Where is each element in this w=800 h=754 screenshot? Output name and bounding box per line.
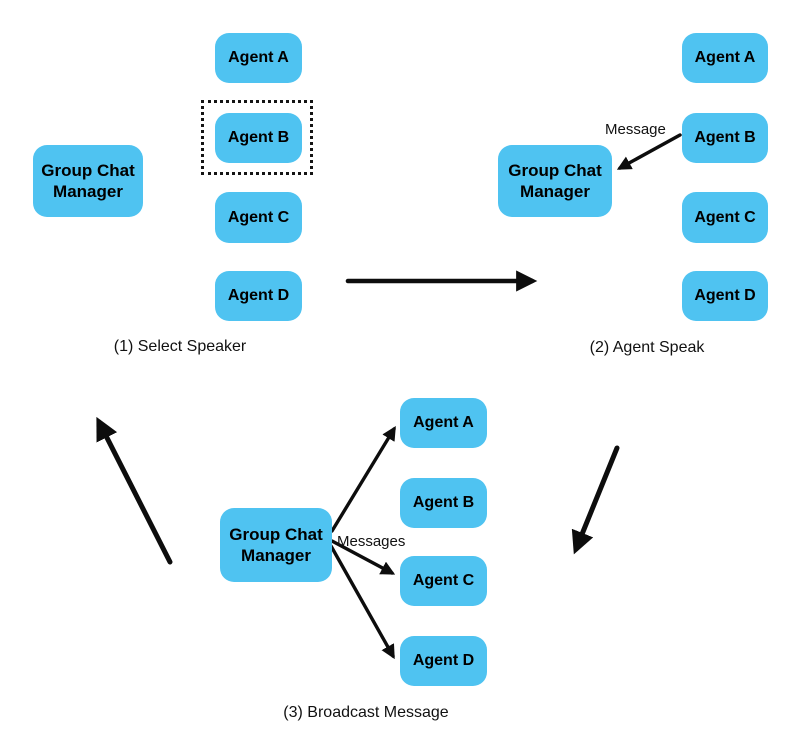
panel2-manager-node: Group Chat Manager: [498, 145, 612, 217]
message-arrow-label: Message: [605, 121, 666, 138]
arrow-manager-to-agentc: [330, 539, 396, 575]
panel2-agent-a-node: Agent A: [682, 33, 768, 83]
panel1-agent-d-node: Agent D: [215, 271, 302, 321]
arrow-manager-to-agenta: [330, 425, 396, 533]
panel3-agent-c-node: Agent C: [400, 556, 487, 606]
panel1-agent-a-node: Agent A: [215, 33, 302, 83]
panel1-agent-b-node: Agent B: [215, 113, 302, 163]
panel1-agent-c-node: Agent C: [215, 192, 302, 243]
arrow-transition-2-to-3: [571, 445, 620, 555]
panel3-manager-node: Group Chat Manager: [220, 508, 332, 582]
panel3-agent-b-node: Agent B: [400, 478, 487, 528]
arrow-transition-3-to-1: [96, 416, 173, 565]
panel2-caption: (2) Agent Speak: [589, 339, 705, 356]
arrow-manager-to-agentd: [329, 544, 395, 660]
panel2-agent-d-node: Agent D: [682, 271, 768, 321]
panel2-agent-b-node: Agent B: [682, 113, 768, 163]
panel2-agent-c-node: Agent C: [682, 192, 768, 243]
panel1-manager-node: Group Chat Manager: [33, 145, 143, 217]
messages-arrow-label: Messages: [337, 533, 406, 550]
panel3-agent-a-node: Agent A: [400, 398, 487, 448]
panel1-caption: (1) Select Speaker: [113, 338, 247, 355]
panel3-caption: (3) Broadcast Message: [283, 704, 449, 721]
selected-speaker-dotted-frame: [201, 100, 313, 175]
arrow-agentb-to-manager: [616, 133, 682, 170]
panel3-agent-d-node: Agent D: [400, 636, 487, 686]
